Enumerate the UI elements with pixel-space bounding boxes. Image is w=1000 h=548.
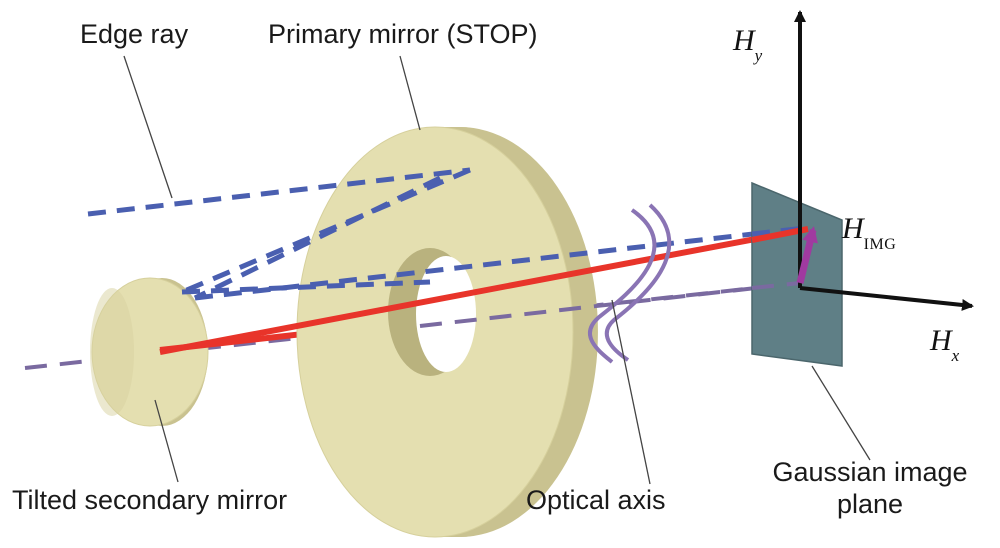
primary-mirror-label: Primary mirror (STOP)	[268, 19, 538, 49]
himg-label-sub: IMG	[863, 236, 897, 253]
edge-rays	[87, 167, 806, 301]
image-plane-label-line1: Gaussian image	[772, 457, 968, 487]
himg-label: HIMG	[842, 212, 896, 253]
hx-label-main: H	[930, 324, 952, 357]
hy-label-main: H	[733, 24, 755, 57]
leader-secondary-mirror	[154, 399, 179, 483]
gaussian-image-plane	[751, 181, 843, 367]
aberration-curves	[588, 203, 672, 364]
leader-edge-ray	[123, 55, 173, 199]
hx-label: Hx	[930, 324, 959, 365]
primary-mirror	[296, 126, 598, 538]
optical-axis-on-plane	[751, 281, 801, 290]
primary-mirror-hole	[416, 256, 476, 372]
secondary-mirror-shade	[90, 288, 134, 416]
hy-label-sub: y	[754, 46, 763, 65]
optical-axis-through-hole	[419, 281, 801, 328]
edge-ray-from-secondary	[194, 225, 806, 301]
hx-label-sub: x	[951, 346, 960, 365]
himg-label-main: H	[842, 212, 864, 245]
leader-image-plane	[811, 365, 871, 461]
image-plane-label: Gaussian image plane	[752, 456, 988, 521]
aberration-curve-inner	[604, 203, 672, 362]
secondary-mirror	[90, 277, 209, 427]
edge-ray-reflected-upper	[181, 167, 471, 295]
hy-label: Hy	[733, 24, 762, 65]
himg-vector	[796, 226, 818, 284]
leader-primary-mirror	[399, 55, 421, 131]
chief-ray	[159, 226, 809, 355]
leader-lines	[123, 55, 871, 485]
secondary-mirror-label: Tilted secondary mirror	[12, 485, 288, 515]
hx-axis-arrow	[799, 286, 974, 311]
aberration-curve-outer	[588, 208, 657, 364]
edge-ray-incoming	[87, 167, 471, 217]
edge-ray-label: Edge ray	[80, 19, 189, 49]
image-plane-label-line2: plane	[836, 489, 904, 520]
edge-ray-secondary-lower	[181, 279, 431, 295]
optical-axis-label: Optical axis	[526, 485, 666, 515]
edge-ray-to-secondary-top	[193, 175, 442, 301]
leader-optical-axis	[611, 299, 651, 485]
